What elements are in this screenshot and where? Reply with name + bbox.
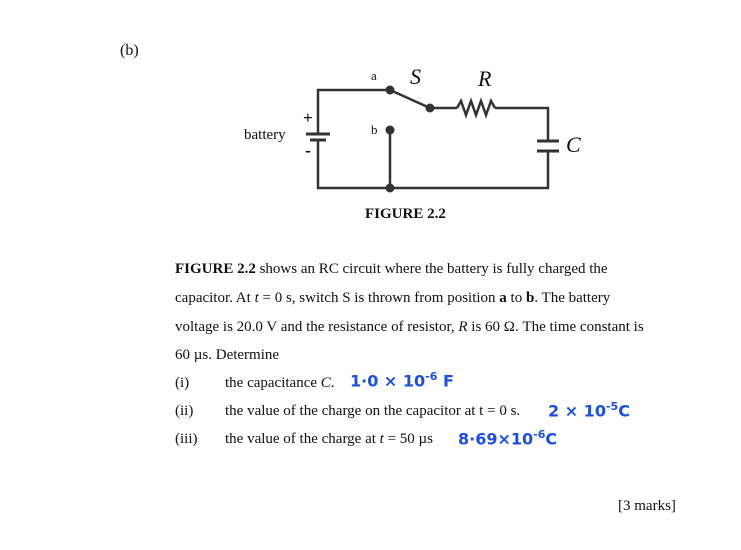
label-minus: -	[305, 140, 311, 160]
label-b: b	[371, 122, 378, 137]
label-battery: battery	[244, 127, 286, 143]
wire-right	[495, 106, 550, 141]
label-switch: S	[410, 64, 421, 89]
label-a: a	[371, 68, 377, 83]
paragraph-line-1: FIGURE 2.2 shows an RC circuit where the…	[175, 261, 608, 277]
node-switch	[425, 103, 435, 113]
node-b	[385, 125, 395, 135]
label-resistor: R	[478, 66, 492, 91]
handwritten-answer-1: 1·0 × 10-6 F	[350, 370, 454, 391]
question-1-text: the capacitance C.	[225, 375, 335, 391]
question-3-text: the value of the charge at t = 50 µs	[225, 431, 434, 447]
node-a	[385, 85, 395, 95]
paragraph-line-4: 60 µs. Determine	[175, 347, 280, 363]
marks-label: [3 marks]	[618, 498, 676, 514]
handwritten-answer-2: 2 × 10-5C	[548, 400, 630, 421]
wire-cap-bottom	[316, 141, 550, 190]
figure-caption: FIGURE 2.2	[365, 206, 446, 222]
question-2-number: (ii)	[175, 403, 194, 419]
paragraph-line-3: voltage is 20.0 V and the resistance of …	[175, 319, 644, 335]
question-2-text: the value of the charge on the capacitor…	[225, 403, 521, 419]
switch-blade	[389, 88, 431, 110]
wire-top-left	[316, 88, 390, 133]
resistor	[455, 97, 497, 119]
part-label: (b)	[120, 42, 139, 59]
label-plus: +	[303, 108, 313, 127]
label-capacitor: C	[566, 132, 581, 157]
question-1-number: (i)	[175, 375, 190, 391]
figure-reference: FIGURE 2.2	[175, 261, 256, 277]
handwritten-answer-3: 8·69×10-6C	[458, 428, 558, 449]
question-3-number: (iii)	[175, 431, 198, 447]
paragraph-line-2: capacitor. At t = 0 s, switch S is throw…	[175, 290, 611, 306]
node-bottom	[385, 183, 395, 193]
